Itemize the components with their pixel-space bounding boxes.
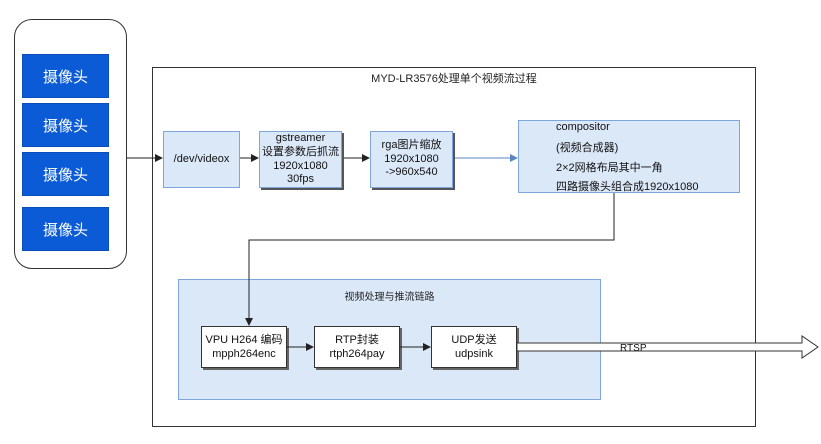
rga-line-2: 1920x1080 [384, 152, 439, 165]
gstreamer-node: gstreamer 设置参数后抓流 1920x1080 30fps [259, 131, 342, 188]
compositor-line-1: compositor [556, 121, 610, 133]
gstreamer-line-1: gstreamer [275, 132, 326, 144]
vpu-line-1: VPU H264 编码 [205, 333, 283, 346]
compositor-line-2: (视频合成器) [556, 142, 619, 154]
rga-line-3: ->960x540 [385, 166, 438, 179]
rtp-line-2: rtph264pay [329, 348, 385, 360]
gstreamer-line-4: 30fps [287, 173, 314, 186]
rtp-line-1: RTP封装 [335, 333, 379, 346]
camera-node-3: 摄像头 [22, 152, 109, 196]
dev-videox-node: /dev/videox [163, 131, 240, 188]
camera-node-2: 摄像头 [22, 103, 109, 147]
udp-sink-node: UDP发送 udpsink [431, 326, 517, 368]
compositor-line-4: 四路摄像头组合成1920x1080 [556, 181, 699, 193]
camera-node-1: 摄像头 [22, 54, 109, 98]
udp-line-2: udpsink [455, 348, 493, 360]
diagram-title: MYD-LR3576处理单个视频流过程 [371, 73, 537, 85]
gstreamer-line-2: 设置参数后抓流 [262, 145, 339, 158]
compositor-line-3: 2×2网格布局其中一角 [556, 162, 663, 174]
camera-node-4: 摄像头 [22, 207, 109, 251]
vpu-encoder-node: VPU H264 编码 mpph264enc [201, 326, 287, 368]
rga-line-1: rga图片缩放 [381, 138, 442, 151]
dev-videox-label: /dev/videox [173, 152, 230, 165]
pipeline-title: 视频处理与推流链路 [344, 292, 435, 303]
compositor-to-vpu-arrow [245, 193, 615, 326]
rtp-pay-node: RTP封装 rtph264pay [314, 326, 400, 368]
vpu-line-2: mpph264enc [212, 348, 276, 360]
gstreamer-line-3: 1920x1080 [273, 159, 328, 172]
udp-line-1: UDP发送 [451, 333, 497, 346]
rtsp-output-arrow [516, 335, 819, 359]
rga-node: rga图片缩放 1920x1080 ->960x540 [370, 131, 453, 188]
rtsp-label: RTSP [620, 343, 647, 354]
compositor-node: compositor (视频合成器) 2×2网格布局其中一角 四路摄像头组合成1… [518, 120, 740, 193]
